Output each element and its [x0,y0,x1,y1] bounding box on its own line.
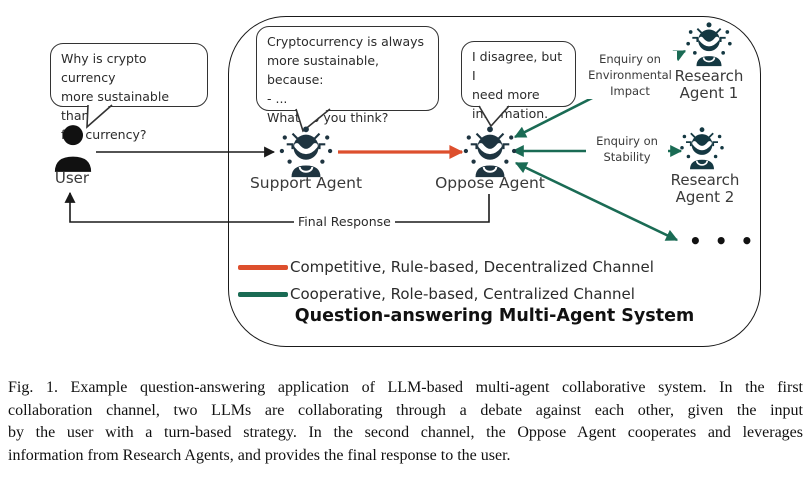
enquiry-stability-label: Enquiry on Stability [586,133,668,165]
system-boundary-box [228,16,761,347]
caption-line: by the user with a turn-based strategy. … [8,424,803,441]
research-agent-1-label: Research Agent 1 [674,67,744,102]
support-agent-speech-bubble: Cryptocurrency is always more sustainabl… [256,26,439,125]
caption-line: information from Research Agents, and pr… [8,446,511,464]
oppose-agent-robot-icon [461,125,519,179]
oppose-agent-speech-bubble: I disagree, but I need more information. [461,41,576,121]
more-agents-ellipsis: • • • [689,229,757,253]
user-speech-bubble: Why is crypto currency more sustainable … [50,43,208,142]
competitive-channel-swatch [238,264,288,270]
cooperative-channel-swatch [238,291,288,297]
legend-label: Cooperative, Role-based, Centralized Cha… [290,285,635,303]
support-agent-label: Support Agent [249,174,363,192]
research-agent-2-label: Research Agent 2 [670,171,740,206]
legend-label: Competitive, Rule-based, Decentralized C… [290,258,654,276]
legend-item-competitive: Competitive, Rule-based, Decentralized C… [238,258,654,276]
caption-line: Fig. 1. Example question-answering appli… [8,379,803,396]
oppose-agent-label: Oppose Agent [435,174,545,192]
enquiry-environmental-impact-label: Enquiry on Environmental Impact [583,51,677,99]
user-person-icon [52,124,94,174]
diagram-title: Question-answering Multi-Agent System [294,306,695,326]
support-agent-robot-icon [277,125,335,179]
figure-caption: Fig. 1. Example question-answering appli… [8,377,803,467]
user-label: User [54,169,90,187]
legend-item-cooperative: Cooperative, Role-based, Centralized Cha… [238,285,635,303]
research-agent-2-robot-icon [678,126,726,171]
caption-line: collaboration channel, two LLMs are coll… [8,401,803,419]
final-response-label: Final Response [294,214,395,229]
research-agent-1-robot-icon [684,21,734,68]
